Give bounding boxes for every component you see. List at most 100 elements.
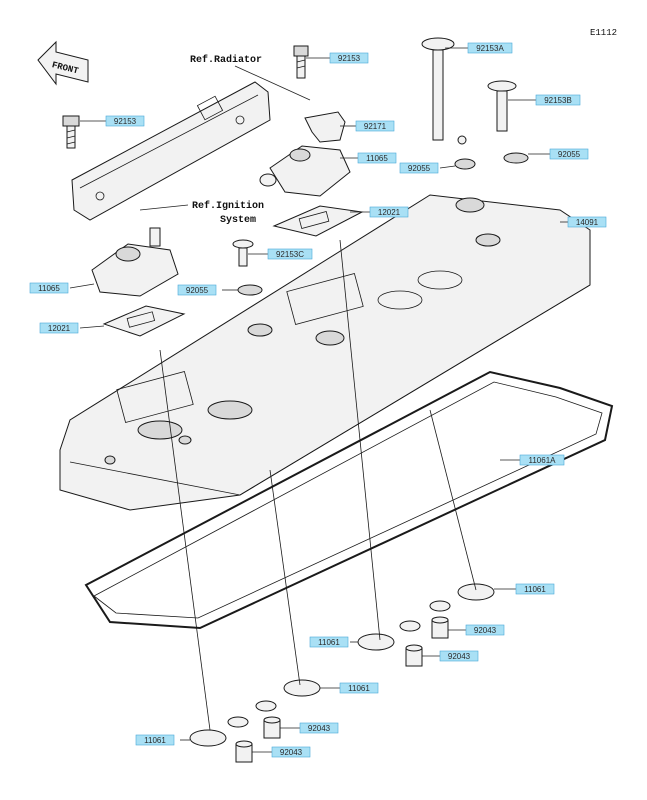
- part-label-box: [515, 583, 555, 595]
- breather-cover-11065-top: [259, 145, 351, 197]
- part-label-box: [549, 148, 589, 160]
- part-label-92055-b[interactable]: 92055: [549, 148, 589, 160]
- bolt-92153-top: [293, 45, 309, 79]
- part-label-text: 11061: [144, 736, 166, 745]
- grommet-92043-a: [431, 616, 449, 639]
- ref-radiator-label: Ref.Radiator: [190, 54, 262, 66]
- plug-seal-11061-low: [255, 679, 321, 712]
- part-label-11061A[interactable]: 11061A: [519, 454, 565, 466]
- part-label-box: [329, 52, 369, 64]
- bolt-92153A: [421, 37, 467, 145]
- part-label-92055-c[interactable]: 92055: [177, 284, 217, 296]
- part-label-text: 92055: [558, 150, 581, 159]
- washer-92055-b: [503, 152, 529, 164]
- part-label-box: [105, 115, 145, 127]
- clamp-92171: [304, 111, 346, 143]
- part-label-text: 11061: [348, 684, 370, 693]
- part-label-box: [519, 454, 565, 466]
- plug-seal-11061-right: [429, 583, 495, 612]
- part-label-box: [267, 248, 313, 260]
- part-label-box: [271, 746, 311, 758]
- part-label-11061-d[interactable]: 11061: [135, 734, 175, 746]
- part-label-box: [177, 284, 217, 296]
- bolt-92153B: [487, 80, 517, 132]
- part-label-box: [439, 650, 479, 662]
- leader-lines: [69, 47, 570, 753]
- part-label-text: 92043: [474, 626, 497, 635]
- part-label-11061-b[interactable]: 11061: [309, 636, 349, 648]
- part-label-box: [369, 206, 409, 218]
- part-label-box: [467, 42, 513, 54]
- part-label-92153-a[interactable]: 92153: [105, 115, 145, 127]
- part-label-92055-a[interactable]: 92055: [399, 162, 439, 174]
- part-label-11065-b[interactable]: 11065: [29, 282, 69, 294]
- grommet-92043-c: [263, 716, 281, 739]
- part-label-text: 11065: [366, 154, 388, 163]
- part-label-text: 92153: [114, 117, 137, 126]
- part-label-text: 92153: [338, 54, 361, 63]
- part-label-text: 92153C: [276, 250, 304, 259]
- washer-92055-a: [454, 158, 476, 170]
- part-label-text: 11065: [38, 284, 60, 293]
- part-label-box: [355, 120, 395, 132]
- gasket-11061A: [84, 370, 614, 630]
- part-label-92043-a[interactable]: 92043: [465, 624, 505, 636]
- part-label-11061-c[interactable]: 11061: [339, 682, 379, 694]
- part-label-box: [535, 94, 581, 106]
- part-label-92043-d[interactable]: 92043: [271, 746, 311, 758]
- bolt-92153C: [232, 239, 254, 267]
- ref-ignition-label-1: Ref.Ignition: [192, 200, 264, 212]
- part-label-box: [339, 682, 379, 694]
- reed-plate-12021-left: [102, 305, 186, 337]
- part-number-labels: 92153 92153A 92153B 92153 92171 11065 92055 920…: [29, 42, 607, 758]
- reed-plate-12021-top: [272, 205, 364, 237]
- part-label-text: 92043: [308, 724, 331, 733]
- part-label-92043-b[interactable]: 92043: [439, 650, 479, 662]
- part-label-92043-c[interactable]: 92043: [299, 722, 339, 734]
- bolt-92153-left: [62, 115, 80, 149]
- part-label-text: 92055: [186, 286, 209, 295]
- plug-seal-11061-mid: [357, 620, 421, 651]
- part-label-box: [399, 162, 439, 174]
- part-label-text: 92043: [280, 748, 303, 757]
- part-label-92171[interactable]: 92171: [355, 120, 395, 132]
- part-label-box: [39, 322, 79, 334]
- grommet-92043-b: [405, 644, 423, 667]
- part-label-text: 11061: [524, 585, 546, 594]
- part-label-12021-a[interactable]: 12021: [369, 206, 409, 218]
- part-label-11061-a[interactable]: 11061: [515, 583, 555, 595]
- part-label-box: [309, 636, 349, 648]
- part-label-text: 92153A: [476, 44, 504, 53]
- part-label-box: [135, 734, 175, 746]
- part-label-11065-a[interactable]: 11065: [357, 152, 397, 164]
- part-label-92153-b[interactable]: 92153: [329, 52, 369, 64]
- radiator-bracket: [71, 81, 271, 221]
- part-label-12021-b[interactable]: 12021: [39, 322, 79, 334]
- part-label-box: [465, 624, 505, 636]
- part-label-box: [567, 216, 607, 228]
- part-label-text: 14091: [576, 218, 599, 227]
- cylinder-head-cover-14091: [59, 194, 591, 511]
- ref-ignition-label-2: System: [220, 215, 256, 226]
- part-label-text: 11061: [318, 638, 340, 647]
- plug-seal-11061-bottom: [189, 716, 249, 747]
- part-label-box: [357, 152, 397, 164]
- breather-cover-11065-left: [91, 227, 179, 297]
- part-label-box: [29, 282, 69, 294]
- part-label-14091[interactable]: 14091: [567, 216, 607, 228]
- part-label-text: 12021: [48, 324, 71, 333]
- part-label-text: 92153B: [544, 96, 572, 105]
- axis-lines: [159, 239, 477, 731]
- part-label-text: 12021: [378, 208, 401, 217]
- washer-92055-c: [237, 284, 263, 296]
- front-arrow-icon: FRONT: [37, 40, 89, 86]
- part-label-text: 92055: [408, 164, 431, 173]
- diagram-code: E1112: [590, 28, 617, 38]
- part-label-box: [299, 722, 339, 734]
- part-label-92153A[interactable]: 92153A: [467, 42, 513, 54]
- part-label-text: 11061A: [529, 456, 557, 465]
- part-label-92153C[interactable]: 92153C: [267, 248, 313, 260]
- grommet-92043-d: [235, 740, 253, 763]
- part-label-92153B[interactable]: 92153B: [535, 94, 581, 106]
